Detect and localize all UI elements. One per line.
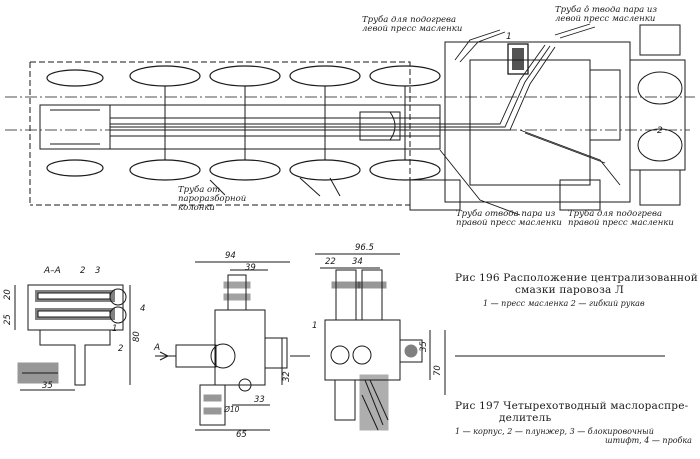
label-line: Труба для подогрева [568, 209, 663, 219]
marker-1: 1 [506, 32, 512, 42]
dim-20: 20 [3, 289, 13, 300]
section-label: А–А [44, 266, 61, 276]
caption-legend: 1 — пресс масленка 2 — гибкий рукав [483, 299, 645, 308]
caption-title-line: смазки паровоза Л [515, 284, 624, 296]
label-line: Труба для подогрева [362, 15, 457, 25]
label-pipe-from-boiler-left: Труба о̂ тводa пара из левой пресс масле… [555, 6, 657, 24]
dim-35-right: 35 [419, 341, 429, 352]
distributor-front-view-drawing [155, 261, 310, 431]
caption-title-line: Рис 196 Расположение централизованной [455, 272, 698, 284]
label-line: левой пресс масленки [362, 24, 463, 34]
label-pipe-heating-left: Труба для подогрева левой пресс масленки [362, 16, 462, 34]
label-line: правой пресс масленки [568, 218, 674, 228]
dim-70: 70 [433, 365, 443, 376]
dim-25: 25 [3, 314, 13, 325]
dim-34: 34 [352, 257, 363, 267]
section-number-1: 1 [112, 324, 118, 334]
caption-title-line: Рис 197 Четырехотводный маслораспре- [455, 400, 689, 412]
marker-2: 2 [657, 126, 663, 136]
caption-title-line: делитель [499, 412, 552, 424]
caption-legend-line: штифт, 4 — пробка [605, 436, 692, 445]
figure-196-caption: Рис 196 Расположение централизованной см… [455, 272, 698, 308]
dim-96-5: 96.5 [355, 243, 374, 253]
dim-diameter-10: Ø10 [224, 405, 240, 414]
section-number-4: 4 [140, 304, 146, 314]
section-number-2b: 2 [118, 344, 124, 354]
dim-32: 32 [282, 371, 292, 382]
label-line: Труба о̂ тводa пара из [555, 5, 657, 15]
section-number-3: 3 [95, 266, 101, 276]
dim-35-left: 35 [42, 381, 53, 391]
label-pipe-heating-right: Труба для подогрева правой пресс масленк… [568, 210, 674, 228]
label-line: левой пресс масленки [555, 14, 656, 24]
figure-197-caption: Рис 197 Четырехотводный маслораспре- дел… [455, 400, 692, 445]
label-line: Труба отвода пара из [456, 209, 556, 219]
section-number-2: 2 [80, 266, 86, 276]
label-line: правой пресс масленки [456, 218, 562, 228]
label-pipe-steam-column: Труба от пароразборной колонки [178, 186, 278, 213]
label-pipe-steam-right: Труба отвода пара из правой пресс маслен… [456, 210, 562, 228]
distributor-cut-view-drawing [315, 253, 446, 431]
dim-22: 22 [325, 257, 336, 267]
label-line: Труба от пароразборной колонки [178, 185, 247, 213]
arrow-label-a: А [154, 343, 161, 353]
right-marker-1: 1 [312, 321, 318, 331]
dim-33: 33 [254, 395, 265, 405]
dim-65: 65 [236, 430, 247, 440]
dim-80: 80 [132, 331, 142, 342]
section-aa-drawing [14, 284, 131, 391]
dim-39: 39 [245, 263, 256, 273]
caption-legend-line: 1 — корпус, 2 — плунжер, 3 — блокировочн… [455, 427, 654, 436]
locomotive-plan-drawing [5, 23, 695, 216]
dim-94: 94 [225, 251, 236, 261]
